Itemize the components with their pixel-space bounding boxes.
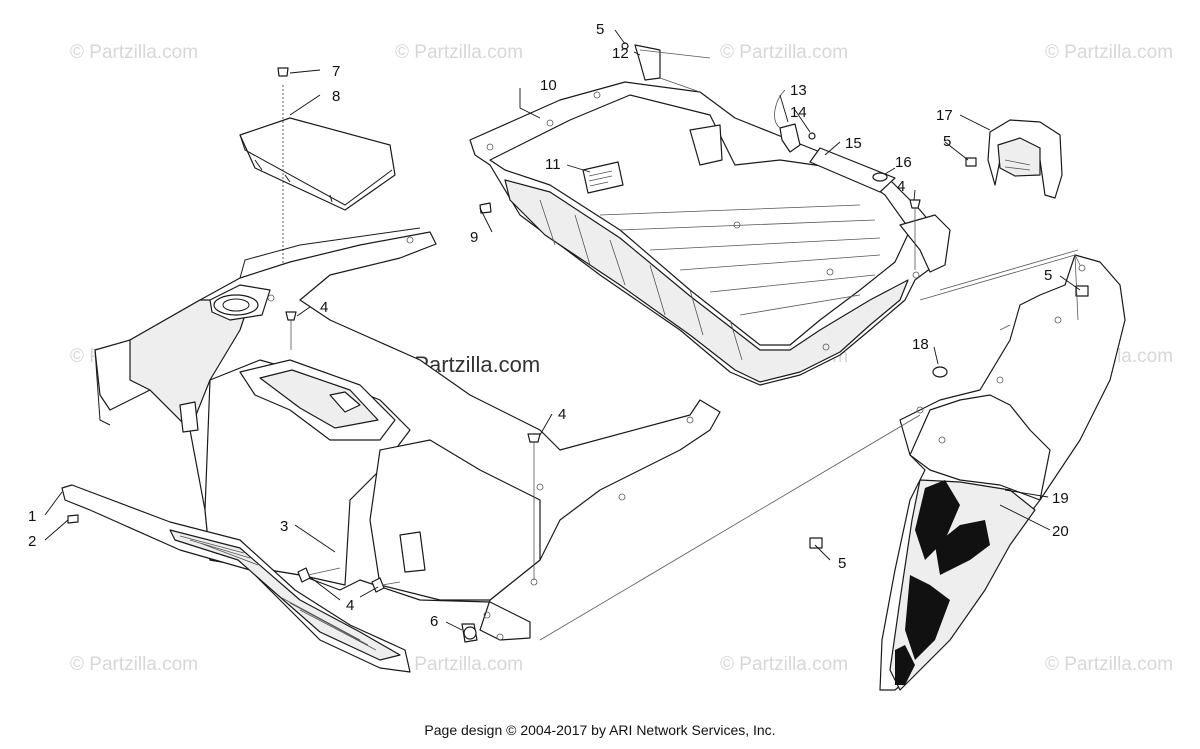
callout-14: 14 (790, 104, 807, 121)
watermark: © Partzilla.com (395, 42, 523, 63)
callout-4: 4 (897, 178, 905, 195)
part-12-bracket (621, 42, 711, 93)
watermark: © Partzilla.com (720, 42, 848, 63)
part-1-grille (61, 484, 411, 673)
callout-8: 8 (332, 88, 340, 105)
callout-4: 4 (558, 406, 566, 423)
fasteners (285, 199, 921, 643)
callout-2: 2 (28, 533, 36, 550)
watermark: © Partzilla.com (70, 654, 198, 675)
callout-19: 19 (1052, 490, 1069, 507)
part-15-strip (809, 147, 896, 193)
callout-11: 11 (545, 156, 561, 173)
part-19-side-panel (809, 254, 1126, 691)
callout-15: 15 (845, 135, 862, 152)
watermark: © Partzilla.com (720, 654, 848, 675)
callout-5: 5 (596, 21, 604, 38)
callout-5: 5 (943, 133, 951, 150)
part-10-cargo-box (469, 81, 951, 386)
watermark: © Partzilla.com (1045, 42, 1173, 63)
callout-17: 17 (936, 107, 953, 124)
callout-6: 6 (430, 613, 438, 630)
callout-13: 13 (790, 82, 807, 99)
callout-3: 3 (280, 518, 288, 535)
callout-18: 18 (912, 336, 929, 353)
watermark: © Partzilla.com (1045, 654, 1173, 675)
callout-1: 1 (28, 508, 36, 525)
callout-9: 9 (470, 229, 478, 246)
callout-5: 5 (1044, 267, 1052, 284)
callout-7: 7 (332, 63, 340, 80)
callout-16: 16 (895, 154, 912, 171)
callout-4: 4 (320, 299, 328, 316)
watermark: © Partzilla.com (395, 654, 523, 675)
callout-labels: 1 2 3 4 4 4 4 5 5 5 5 6 7 8 9 10 11 12 1… (28, 21, 1069, 630)
callout-10: 10 (540, 77, 557, 94)
part-3-console (94, 227, 721, 641)
page-footer: Page design © 2004-2017 by ARI Network S… (424, 722, 776, 738)
part-17-handle (965, 119, 1063, 199)
callout-12: 12 (612, 45, 629, 62)
callout-5: 5 (838, 555, 846, 572)
watermark: © Partzilla.com (70, 42, 198, 63)
part-13-hook (774, 89, 816, 153)
part-8-cover (239, 117, 396, 211)
leader-lines (44, 29, 1081, 631)
callout-20: 20 (1052, 523, 1069, 540)
callout-4: 4 (346, 597, 354, 614)
